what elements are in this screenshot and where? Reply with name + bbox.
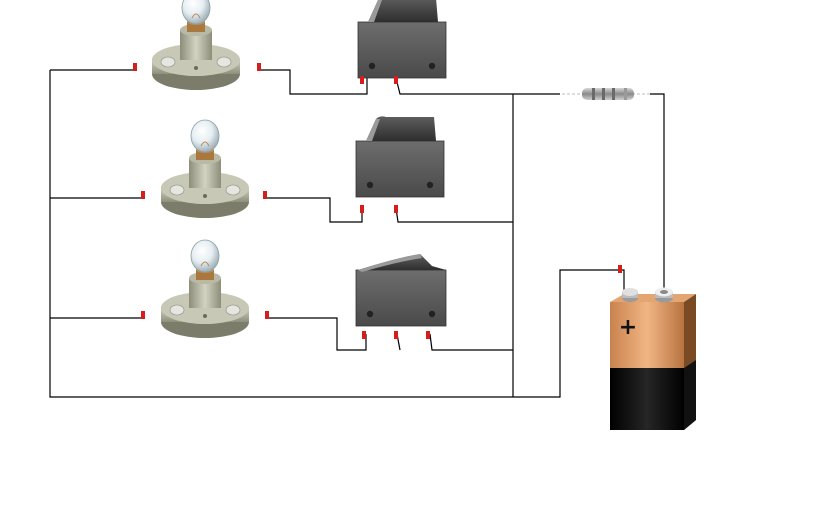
- battery-negative-terminal: [622, 288, 638, 302]
- terminal-marker: [257, 63, 261, 71]
- lamp-2: [160, 119, 250, 219]
- terminal-marker: [141, 191, 145, 199]
- terminal-marker: [426, 331, 430, 339]
- battery-9v: +: [610, 287, 696, 430]
- terminal-markers: [133, 63, 622, 339]
- lamp-1: [151, 0, 241, 91]
- terminal-marker: [360, 76, 364, 84]
- resistor: [562, 88, 650, 100]
- terminal-marker: [141, 311, 145, 319]
- terminal-marker: [394, 76, 398, 84]
- rocker-switch-2: [355, 115, 445, 198]
- terminal-marker: [360, 205, 364, 213]
- terminal-marker: [394, 205, 398, 213]
- lamp-3: [160, 239, 250, 339]
- wires: [49, 69, 665, 398]
- battery-plus-label: +: [619, 315, 637, 340]
- terminal-marker: [618, 265, 622, 273]
- terminal-marker: [263, 191, 267, 199]
- rocker-switch-1: [357, 0, 447, 79]
- rocker-switch-3: [355, 254, 447, 327]
- terminal-marker: [362, 331, 366, 339]
- terminal-marker: [133, 63, 137, 71]
- battery-positive-terminal: [655, 287, 673, 303]
- terminal-marker: [394, 331, 398, 339]
- terminal-marker: [265, 311, 269, 319]
